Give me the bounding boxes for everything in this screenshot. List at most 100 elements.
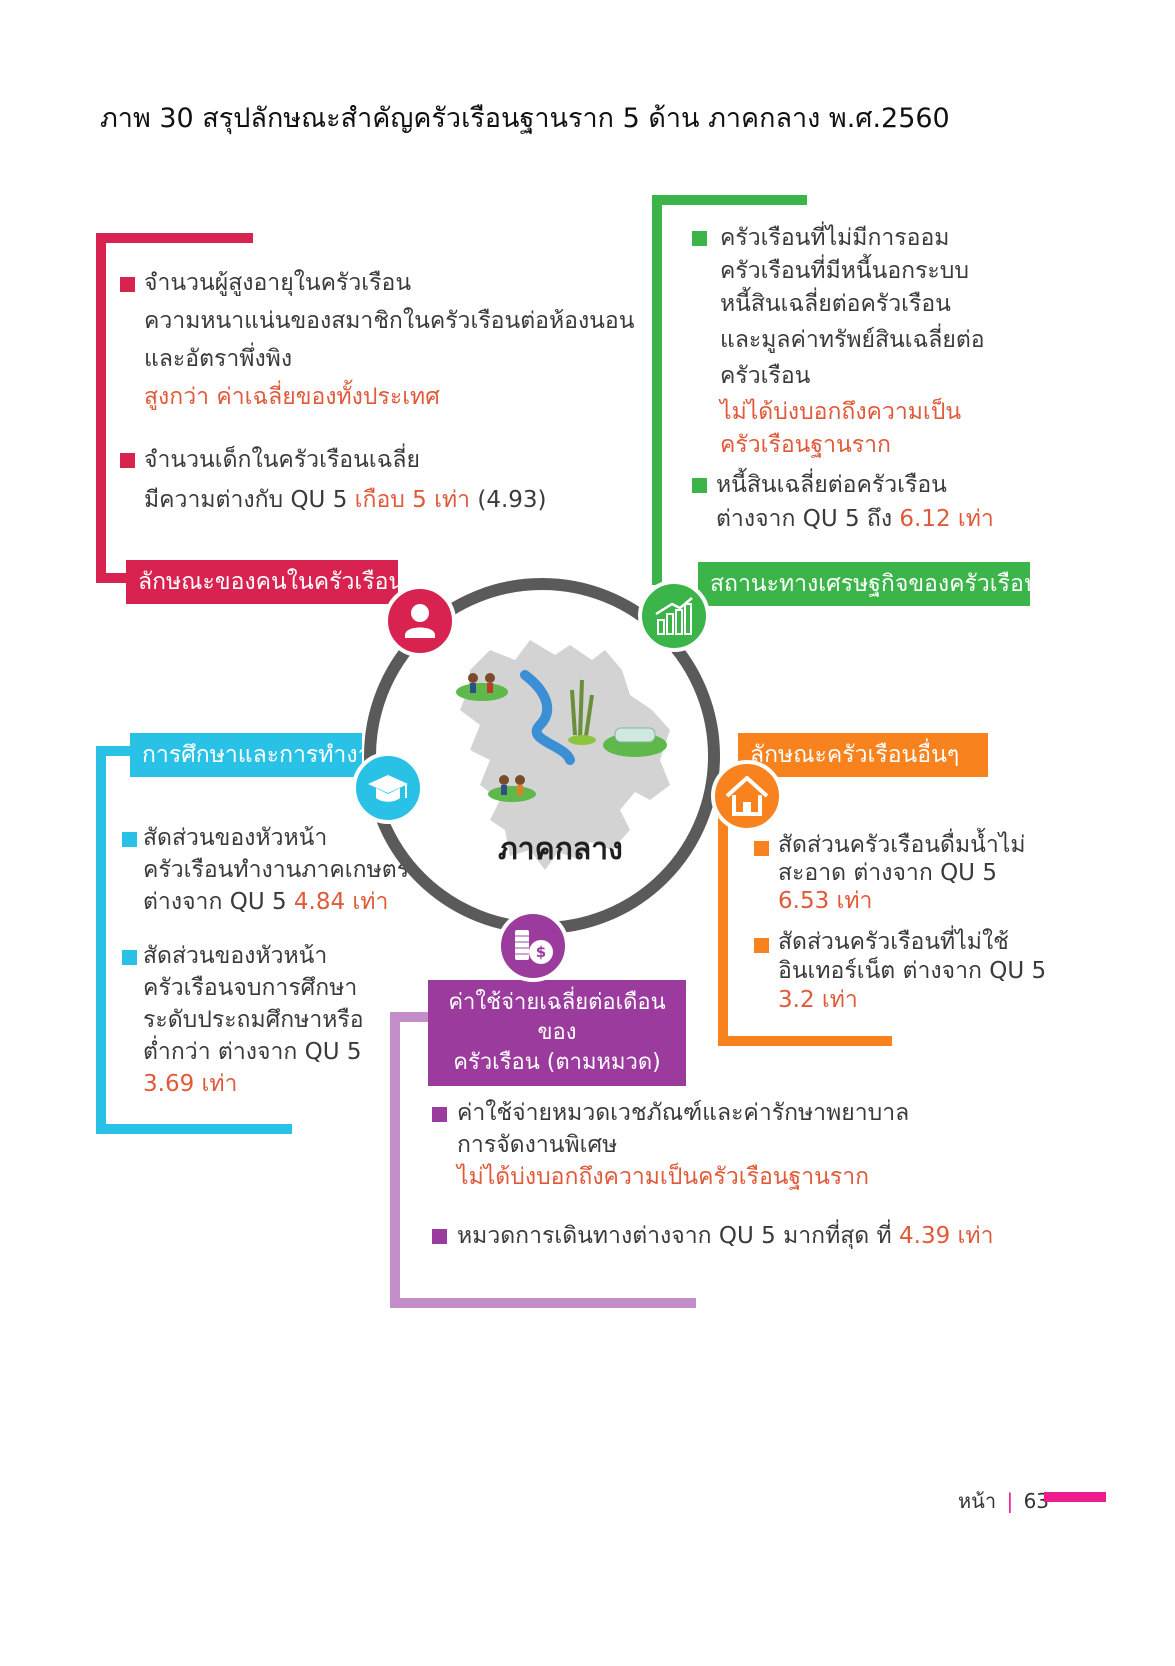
highlight-text: ไม่ได้บ่งบอกถึงความเป็นครัวเรือนฐานราก [457, 1164, 870, 1190]
farmer-icon [515, 775, 525, 785]
bullet [432, 1107, 447, 1122]
text-line: มีความต่างกับ QU 5 เกือบ 5 เท่า (4.93) [144, 483, 547, 517]
expense-frame-top [390, 1012, 430, 1022]
text-line: ครัวเรือนที่มีหนี้นอกระบบ [720, 258, 969, 284]
highlight-text: 4.39 เท่า [899, 1223, 994, 1249]
farmer-icon [470, 683, 476, 693]
text-line: และอัตราพึ่งพิง [144, 346, 293, 372]
people-frame-left [96, 233, 106, 583]
farmer-icon [499, 775, 509, 785]
text-segment: มีความต่างกับ QU 5 [144, 487, 355, 513]
page-footer: หน้า | 63 [958, 1485, 1049, 1517]
other-section-label: ลักษณะครัวเรือนอื่นๆ [738, 733, 988, 777]
label-line: ค่าใช้จ่ายเฉลี่ยต่อเดือนของ [448, 990, 666, 1045]
education-section-label: การศึกษาและการทำงาน [130, 733, 386, 777]
farmer-island-icon [488, 786, 536, 802]
text-line: จำนวนผู้สูงอายุในครัวเรือน [144, 270, 412, 296]
bullet [122, 832, 137, 847]
person-icon [384, 585, 456, 657]
people-item-2: จำนวนเด็กในครัวเรือนเฉลี่ย มีความต่างกับ… [144, 443, 547, 517]
text-segment: ต่างจาก QU 5 ถึง [716, 506, 900, 532]
bullet [754, 938, 769, 953]
text-line: ต่างจาก QU 5 ถึง 6.12 เท่า [716, 502, 994, 536]
economic-item-1: ครัวเรือนที่ไม่มีการออม ครัวเรือนที่มีหน… [720, 222, 985, 462]
bullet [754, 841, 769, 856]
education-item-1: สัดส่วนของหัวหน้า ครัวเรือนทำงานภาคเกษตร… [143, 822, 409, 918]
text-line: ความหนาแน่นของสมาชิกในครัวเรือนต่อห้องนอ… [144, 308, 635, 334]
text-line: สัดส่วนของหัวหน้า [143, 825, 328, 851]
highlight-text: เกือบ 5 เท่า [354, 487, 471, 513]
greenhouse-icon [614, 727, 656, 743]
reed-icon [568, 735, 596, 745]
text-line: จำนวนเด็กในครัวเรือนเฉลี่ย [144, 447, 420, 473]
bar-chart-icon [638, 580, 710, 652]
highlight-text: 3.2 เท่า [778, 987, 858, 1013]
farmer-icon [468, 673, 478, 683]
bullet [692, 478, 707, 493]
bullet [692, 231, 707, 246]
text-line: ครัวเรือนที่ไม่มีการออม [720, 225, 950, 251]
expense-frame-left [390, 1012, 400, 1308]
education-frame-top [96, 746, 136, 756]
people-section-label: ลักษณะของคนในครัวเรือน [126, 560, 404, 604]
other-item-2: สัดส่วนครัวเรือนที่ไม่ใช้ อินเทอร์เน็ต ต… [778, 928, 1046, 1015]
label-line: ครัวเรือน (ตามหมวด) [453, 1050, 661, 1075]
house-icon [711, 760, 783, 832]
farmer-icon [485, 673, 495, 683]
economic-item-2: หนี้สินเฉลี่ยต่อครัวเรือน ต่างจาก QU 5 ถ… [716, 468, 994, 536]
text-segment: หมวดการเดินทางต่างจาก QU 5 มากที่สุด ที่ [457, 1223, 900, 1249]
people-frame-top [96, 233, 253, 243]
text-line: ต่างจาก QU 5 4.84 เท่า [143, 886, 409, 918]
highlight-text: 3.69 เท่า [143, 1071, 238, 1097]
bullet [122, 950, 137, 965]
farmer-island-icon [456, 683, 508, 701]
farmer-icon [487, 683, 493, 693]
education-frame-bottom [96, 1124, 292, 1134]
text-line: หนี้สินเฉลี่ยต่อครัวเรือน [716, 472, 947, 498]
svg-text:$: $ [536, 943, 546, 961]
text-line: ต่ำกว่า ต่างจาก QU 5 [143, 1039, 362, 1065]
education-frame-left [96, 746, 106, 1134]
center-region-label: ภาคกลาง [498, 832, 623, 867]
text-segment: ต่างจาก QU 5 [143, 889, 294, 915]
economic-section-label: สถานะทางเศรษฐกิจของครัวเรือน [698, 562, 1040, 606]
education-item-2: สัดส่วนของหัวหน้า ครัวเรือนจบการศึกษา ระ… [143, 940, 364, 1100]
text-line: ครัวเรือน [720, 363, 811, 389]
expense-frame-bottom [390, 1298, 696, 1308]
text-segment: (4.93) [470, 487, 547, 513]
money-coins-icon: $ [497, 910, 569, 982]
river-icon [520, 670, 575, 765]
page-title: ภาพ 30 สรุปลักษณะสำคัญครัวเรือนฐานราก 5 … [100, 103, 950, 134]
economic-frame-top [652, 195, 807, 205]
highlight-text: ไม่ได้บ่งบอกถึงความเป็น [720, 399, 962, 425]
people-frame-bottom [96, 573, 136, 583]
text-line: และมูลค่าทรัพย์สินเฉลี่ยต่อ [720, 327, 985, 353]
farmer-icon [517, 785, 523, 795]
text-line: หมวดการเดินทางต่างจาก QU 5 มากที่สุด ที่… [457, 1219, 994, 1253]
text-line: สัดส่วนครัวเรือนที่ไม่ใช้ [778, 929, 1009, 955]
text-line: ครัวเรือนจบการศึกษา [143, 975, 358, 1001]
center-diagram [364, 578, 720, 934]
text-line: สัดส่วนครัวเรือนดื่มน้ำไม่ [778, 832, 1026, 858]
expense-section-label: ค่าใช้จ่ายเฉลี่ยต่อเดือนของ ครัวเรือน (ต… [428, 980, 686, 1086]
text-line: สะอาด ต่างจาก QU 5 [778, 860, 997, 886]
footer-accent-bar [1044, 1492, 1106, 1502]
highlight-text: 6.12 เท่า [899, 506, 994, 532]
highlight-text: 6.53 เท่า [778, 888, 873, 914]
text-line: หนี้สินเฉลี่ยต่อครัวเรือน [720, 291, 951, 317]
bullet [120, 277, 135, 292]
reed-icon [570, 679, 594, 739]
bullet [120, 453, 135, 468]
text-line: อินเทอร์เน็ต ต่างจาก QU 5 [778, 958, 1047, 984]
text-line: สัดส่วนของหัวหน้า [143, 943, 328, 969]
text-line: ระดับประถมศึกษาหรือ [143, 1007, 364, 1033]
other-item-1: สัดส่วนครัวเรือนดื่มน้ำไม่ สะอาด ต่างจาก… [778, 831, 1026, 915]
expense-item-2: หมวดการเดินทางต่างจาก QU 5 มากที่สุด ที่… [457, 1219, 994, 1253]
text-line: ครัวเรือนทำงานภาคเกษตร [143, 857, 410, 883]
highlight-text: ครัวเรือนฐานราก [720, 432, 891, 458]
page-label: หน้า [958, 1489, 997, 1513]
highlight-text: 4.84 เท่า [293, 889, 389, 915]
graduation-cap-icon [352, 752, 424, 824]
highlight-text: สูงกว่า ค่าเฉลี่ยของทั้งประเทศ [144, 384, 440, 410]
page-separator: | [1006, 1489, 1014, 1513]
